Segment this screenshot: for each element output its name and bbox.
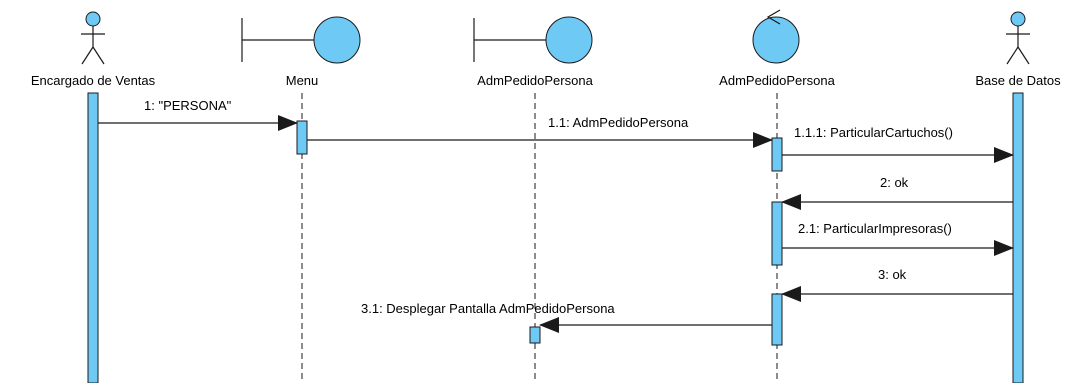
activations bbox=[296, 120, 783, 346]
message-label: 3: ok bbox=[878, 267, 907, 282]
message-label: 1.1: AdmPedidoPersona bbox=[548, 115, 689, 130]
participant-label: AdmPedidoPersona bbox=[477, 73, 593, 88]
activation-bar bbox=[771, 201, 783, 266]
boundary-icon bbox=[241, 16, 361, 64]
message-label: 2.1: ParticularImpresoras() bbox=[798, 221, 952, 236]
activation-bar bbox=[771, 293, 783, 346]
actor-icon bbox=[81, 11, 105, 65]
activation-bar bbox=[296, 120, 308, 155]
message-label: 2: ok bbox=[880, 175, 909, 190]
message-label: 3.1: Desplegar Pantalla AdmPedidoPersona bbox=[361, 301, 615, 316]
message-label: 1: "PERSONA" bbox=[144, 98, 232, 113]
lifeline-bar-base-de-datos bbox=[1012, 92, 1024, 383]
participant-label: Menu bbox=[286, 73, 319, 88]
control-icon bbox=[752, 9, 800, 64]
participant-label: Encargado de Ventas bbox=[31, 73, 156, 88]
participant-label: Base de Datos bbox=[975, 73, 1061, 88]
actor-icon bbox=[1006, 11, 1030, 65]
message-label: 1.1.1: ParticularCartuchos() bbox=[794, 125, 953, 140]
activation-bar bbox=[529, 326, 541, 344]
messages: 1: "PERSONA" 1.1: AdmPedidoPersona 1.1.1… bbox=[98, 98, 1014, 333]
boundary-icon bbox=[473, 16, 593, 64]
lifeline-bar-encargado-de-ventas bbox=[87, 92, 99, 383]
activation-bar bbox=[771, 137, 783, 172]
participant-label: AdmPedidoPersona bbox=[719, 73, 835, 88]
